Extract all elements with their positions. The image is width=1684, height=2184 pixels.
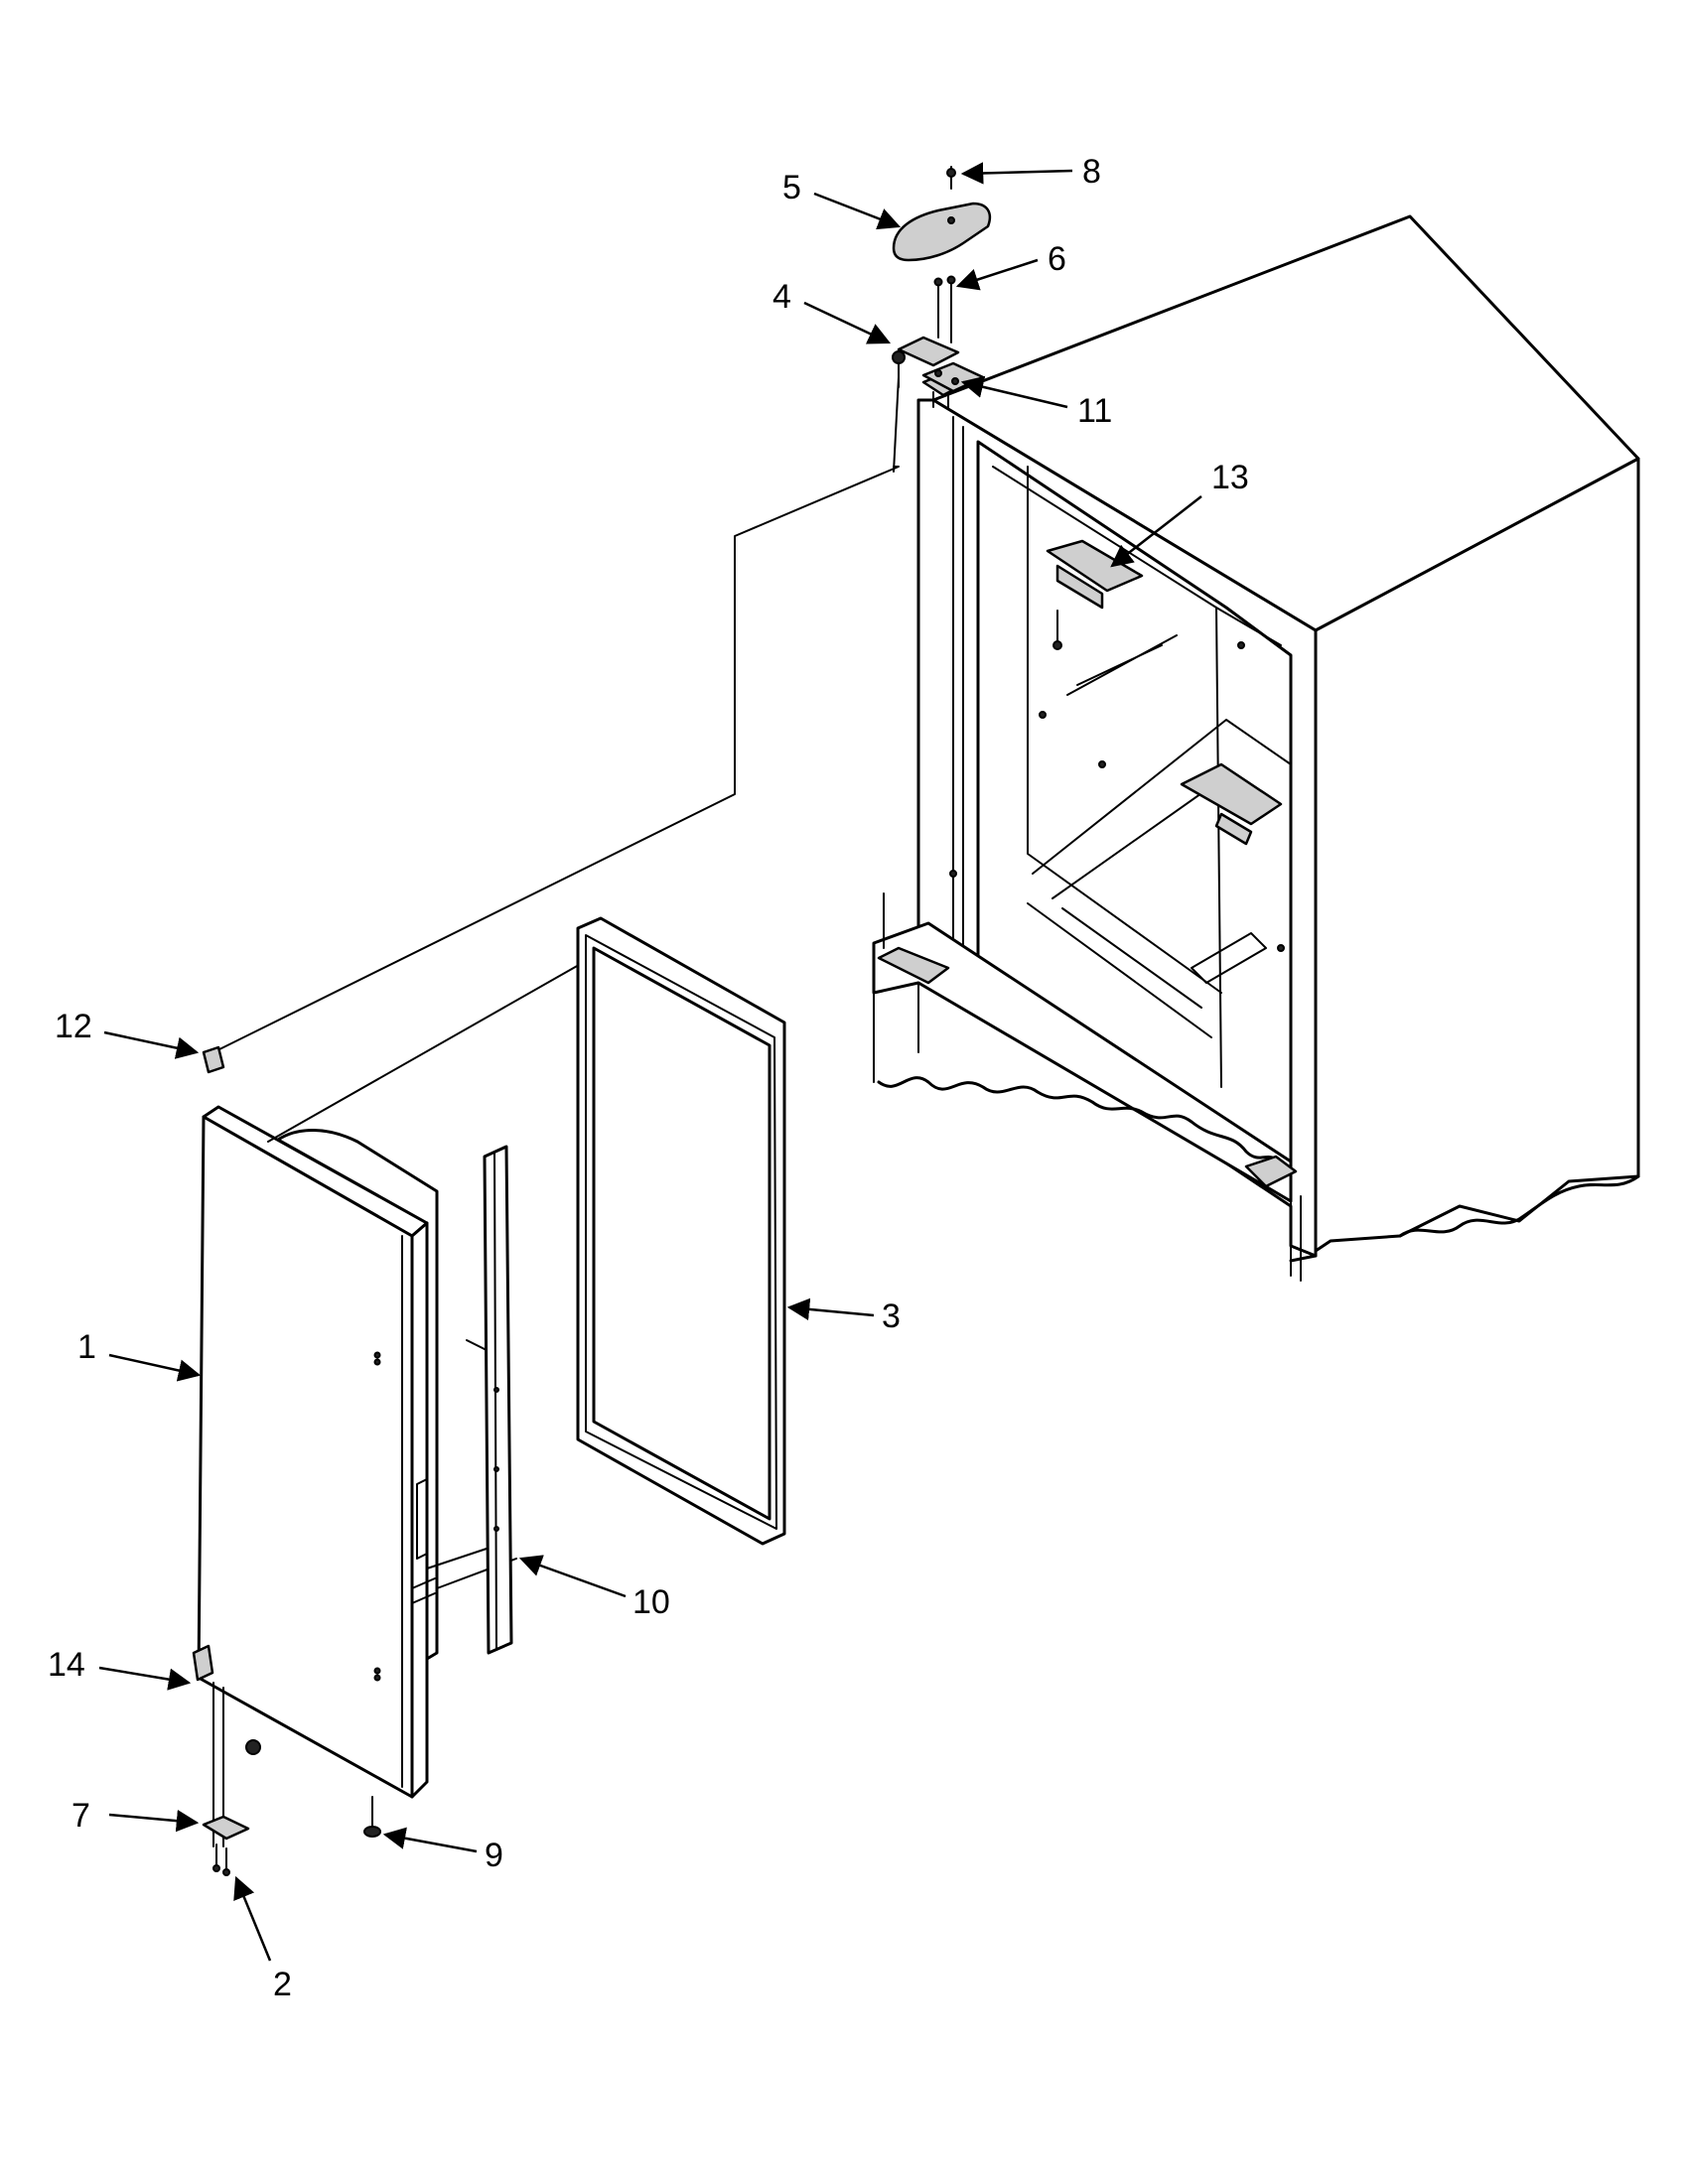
refrigerator-cabinet: [872, 214, 1640, 1282]
hinge-cover: [892, 202, 992, 262]
top-hinge-assembly: [892, 166, 992, 410]
callout-11: 11: [1077, 392, 1112, 430]
callout-leaders: [98, 162, 1202, 1962]
callout-9: 9: [485, 1837, 503, 1874]
callout-10: 10: [632, 1583, 670, 1621]
callout-8: 8: [1082, 153, 1101, 191]
hinge-bushing-bottom: [192, 1644, 214, 1682]
callout-2: 2: [273, 1966, 292, 2003]
callout-3: 3: [882, 1297, 901, 1335]
callout-7: 7: [71, 1797, 90, 1835]
door-stop-plug: [363, 1826, 381, 1838]
refrigerator-door: [197, 1105, 439, 1847]
door-trim-strip: [466, 1145, 513, 1655]
callout-labels: 8 5 6 4 11 13 12 3 1 10 14 7 9 2: [48, 153, 1249, 2003]
hinge-screws: [212, 1843, 230, 1876]
callout-6: 6: [1048, 240, 1066, 278]
assembly-guide-lines: [212, 376, 900, 1828]
hinge-bushing-top: [202, 1045, 225, 1074]
callout-14: 14: [48, 1646, 85, 1684]
callout-1: 1: [77, 1328, 96, 1366]
hinge-bracket: [897, 336, 960, 367]
callout-5: 5: [782, 169, 801, 206]
callout-4: 4: [772, 278, 791, 316]
callout-12: 12: [55, 1008, 92, 1045]
door-gasket: [576, 916, 786, 1546]
callout-13: 13: [1211, 459, 1249, 496]
bottom-hinge: [202, 1815, 250, 1841]
